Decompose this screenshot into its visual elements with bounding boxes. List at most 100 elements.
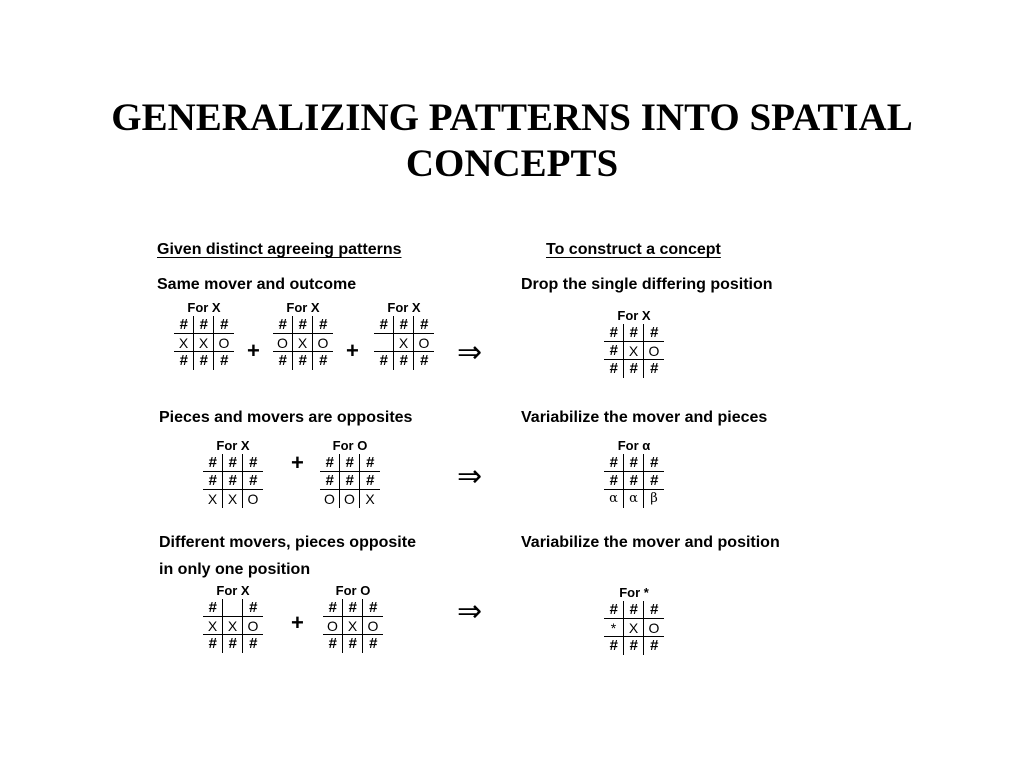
board-cell-r2-c0: α (604, 490, 624, 508)
board-cell-r0-c0: # (604, 601, 624, 619)
title-line-2: CONCEPTS (405, 142, 619, 185)
board-cell-r1-c0: # (604, 342, 624, 360)
board-cell-r1-c0: X (174, 334, 194, 352)
board-cell-r0-c0: # (203, 454, 223, 472)
board-cell-r2-c1: # (223, 635, 243, 653)
board-cell-r0-c2: # (214, 316, 234, 334)
board-cell-r1-c0: O (273, 334, 293, 352)
board-for-label: For X (216, 438, 250, 453)
board-cell-r2-c1: # (343, 635, 363, 653)
board-cell-r2-c1: O (340, 490, 360, 508)
board-cell-r0-c1: # (624, 454, 644, 472)
board-cell-r2-c1: # (194, 352, 214, 370)
row3-implies-arrow: ⇒ (457, 594, 483, 629)
board-cell-r0-c0: # (174, 316, 194, 334)
board-cell-r0-c1 (223, 599, 243, 617)
board-for-label: For X (216, 583, 250, 598)
board-cell-r2-c2: X (365, 491, 375, 507)
board-cell-r0-c1: # (624, 601, 644, 619)
row3-left-label-line2: in only one position (159, 561, 311, 578)
board-cell-r2-c0: # (604, 360, 624, 378)
board-cell-r0-c2: # (363, 599, 383, 617)
board-cell-r2-c2: # (219, 352, 229, 369)
board-cell-r2-c0: # (203, 635, 223, 653)
board-cell-r2-c2: # (649, 637, 659, 654)
board-cell-r1-c2: O (644, 342, 664, 360)
row1-implies-arrow: ⇒ (457, 335, 483, 370)
board-cell-r2-c0: X (203, 490, 223, 508)
board-for-label: For X (187, 300, 221, 315)
board-cell-r0-c2: # (360, 454, 380, 472)
board-cell-r2-c0: # (174, 352, 194, 370)
board-cell-r2-c2: # (248, 635, 258, 652)
board-cell-r2-c0: # (604, 637, 624, 655)
board-cell-r0-c2: # (414, 316, 434, 334)
board-cell-r1-c0: # (320, 472, 340, 490)
board-cell-r2-c1: # (394, 352, 414, 370)
board-for-label: For X (286, 300, 320, 315)
board-cell-r1-c0: # (203, 472, 223, 490)
row3-right-label: Variabilize the mover and position (521, 534, 780, 551)
board-cell-r2-c2: # (318, 352, 328, 369)
board-cell-r1-c0: * (604, 619, 624, 637)
board-cell-r1-c1: # (340, 472, 360, 490)
board-cell-r0-c0: # (374, 316, 394, 334)
board-cell-r2-c2: # (419, 352, 429, 369)
title-line-1: GENERALIZING PATTERNS INTO SPATIAL (111, 96, 913, 139)
board-cell-r0-c1: # (293, 316, 313, 334)
board-cell-r1-c0 (374, 334, 394, 352)
row1-left-label-line1: Same mover and outcome (157, 276, 357, 293)
row2-left-label: Pieces and movers are opposites (159, 404, 412, 431)
board-cell-r1-c1: X (194, 334, 214, 352)
header-given-patterns: Given distinct agreeing patterns (157, 241, 402, 258)
board-cell-r1-c1: X (624, 342, 644, 360)
header-construct-concept: To construct a concept (546, 241, 721, 258)
board-cell-r1-c2: # (644, 472, 664, 490)
board-cell-r0-c1: # (394, 316, 414, 334)
board-cell-r1-c1: X (624, 619, 644, 637)
board-for-label: For X (617, 308, 651, 323)
board-cell-r2-c1: X (223, 490, 243, 508)
board-cell-r2-c1: # (624, 360, 644, 378)
board-cell-r1-c0: # (604, 472, 624, 490)
board-cell-r2-c2: O (247, 491, 259, 507)
board-cell-r2-c0: # (374, 352, 394, 370)
board-cell-r0-c2: # (644, 454, 664, 472)
board-cell-r1-c1: X (343, 617, 363, 635)
board-cell-r2-c2: # (649, 360, 659, 377)
board-cell-r0-c0: # (323, 599, 343, 617)
board-cell-r1-c1: # (624, 472, 644, 490)
row1-plus-1: + (247, 338, 260, 363)
board-for-label: For O (335, 583, 371, 598)
board-for-label: For α (617, 438, 651, 453)
board-cell-r1-c1: X (394, 334, 414, 352)
board-cell-r2-c2: # (368, 635, 378, 652)
row3-left-label-line1: Different movers, pieces opposite (159, 534, 416, 551)
board-cell-r0-c1: # (194, 316, 214, 334)
row1-right-label: Drop the single differing position (521, 276, 773, 293)
board-cell-r0-c1: # (223, 454, 243, 472)
board-cell-r1-c2: # (243, 472, 263, 490)
board-cell-r1-c2: O (644, 619, 664, 637)
board-cell-r0-c0: # (604, 324, 624, 342)
board-cell-r2-c1: # (624, 637, 644, 655)
row3-left-label: Different movers, pieces opposite in onl… (159, 529, 416, 583)
board-cell-r1-c1: X (223, 617, 243, 635)
